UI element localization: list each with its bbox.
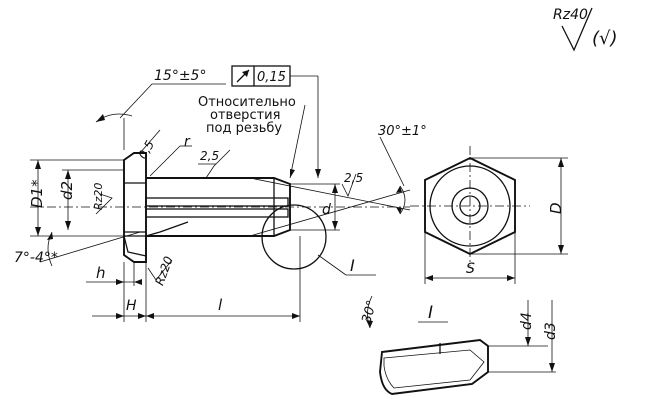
angle-right-label: 30°±1° <box>378 124 427 139</box>
roughness-check-icon <box>561 7 593 52</box>
finish-label-top: 2,5 <box>200 149 219 163</box>
relative-note-line3: под резьбу <box>206 121 282 136</box>
fillet-label: 0,5 <box>135 138 157 162</box>
arrowhead <box>134 279 142 285</box>
arrowhead <box>425 275 433 281</box>
chamfer-angle-line-2 <box>249 189 411 237</box>
d-label: d <box>322 202 331 218</box>
arrowhead <box>65 221 71 230</box>
arrowhead <box>65 170 71 179</box>
arrowhead <box>242 70 249 77</box>
chamfer-angle-line-1 <box>249 177 411 211</box>
rz20-inner-mark <box>95 193 113 215</box>
angle-left-line <box>39 231 141 263</box>
hex-end-view: D S <box>410 146 568 284</box>
bolt-head <box>123 152 147 263</box>
detail-leader <box>317 254 347 276</box>
detail-circle <box>261 204 327 270</box>
arrowhead <box>549 363 555 372</box>
arrowhead <box>396 186 402 193</box>
S-label: S <box>466 261 475 277</box>
tolerance-value: 0,15 <box>257 70 286 85</box>
arrowhead <box>116 279 124 285</box>
relative-note-line2: отверстия <box>210 108 280 123</box>
finish-label-right: 2,5 <box>344 171 363 185</box>
arrowhead <box>47 232 53 240</box>
arrowhead <box>396 207 402 214</box>
arrowhead <box>507 275 515 281</box>
detail-title: I <box>428 303 433 323</box>
rz20-inner-label: Rz20 <box>92 183 105 210</box>
detail-hatch <box>383 349 485 389</box>
finish-mark-right <box>341 173 357 198</box>
arrowhead <box>292 313 300 319</box>
roughness-rest: (√) <box>592 28 618 49</box>
bolt-main-view: I 30°±1° d 2,5 0,15 Относитель <box>14 65 427 322</box>
bore-wall-top <box>145 197 289 207</box>
arrowhead <box>525 337 531 346</box>
radius-leader <box>149 145 181 177</box>
h-label: h <box>96 264 106 282</box>
tolerance-frame: 0,15 <box>231 65 291 87</box>
angle-right-leader <box>379 136 405 187</box>
bore-wall-bottom <box>145 208 289 218</box>
chamfer-angle-arc <box>399 185 406 215</box>
angle-left-label: 7°-4°* <box>14 250 58 266</box>
radius-label: r <box>184 134 191 150</box>
d4-label: d4 <box>519 312 535 330</box>
detail-outline <box>379 339 489 395</box>
roughness-value: Rz40 <box>553 7 588 23</box>
angle-top-leader <box>119 83 153 119</box>
arrowhead <box>146 313 154 319</box>
arrowhead <box>116 313 124 319</box>
d1-label: D1* <box>28 179 46 208</box>
arrowhead <box>35 227 41 236</box>
relative-note-line1: Относительно <box>198 95 296 110</box>
rz20-under-head-mark <box>147 259 173 281</box>
head-section-hatch <box>123 235 147 257</box>
arrowhead <box>332 184 338 193</box>
detail-angle-label: 30° <box>360 299 380 325</box>
arrowhead <box>290 169 295 178</box>
arrowhead <box>558 245 564 254</box>
arrowhead <box>138 313 146 319</box>
arrowhead <box>332 221 338 230</box>
arrowhead <box>96 114 105 122</box>
relative-leader <box>289 104 306 179</box>
arrowhead <box>366 320 373 328</box>
bolt-shank <box>146 177 291 237</box>
D-label: D <box>547 202 565 214</box>
detail-view: I 30° d4 d3 <box>360 295 559 395</box>
angle-top-label: 15°±5° <box>154 68 206 84</box>
arrowhead <box>315 169 321 178</box>
arrowhead <box>558 158 564 167</box>
d2-label: d2 <box>58 181 76 200</box>
detail-ref-label: I <box>350 256 355 275</box>
arrowhead <box>35 160 41 169</box>
H-label: H <box>126 298 137 314</box>
rz20-under-head-label: Rz20 <box>152 254 176 287</box>
l-label: l <box>218 296 223 314</box>
finish-mark-top <box>205 149 231 179</box>
d3-label: d3 <box>543 322 559 340</box>
roughness-symbol: Rz40 (√) <box>553 7 618 52</box>
fillet-leader <box>139 129 161 154</box>
under-head-flare <box>145 221 189 237</box>
